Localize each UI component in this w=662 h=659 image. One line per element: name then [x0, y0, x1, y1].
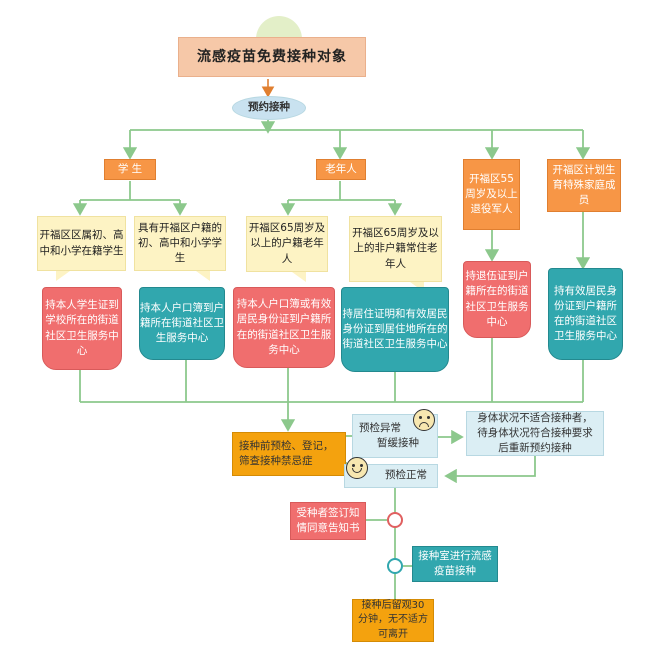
unsuitable-box: 身体状况不适合接种者，待身体状况符合接种要求后重新预约接种: [466, 411, 604, 456]
callout-tail: [56, 271, 70, 281]
group-student: 学 生: [104, 159, 156, 180]
target-elderly-local: 开福区65周岁及以上的户籍老年人: [246, 216, 328, 272]
pre-check-box: 接种前预检、登记，筛查接种禁忌症: [232, 432, 346, 476]
callout-tail: [292, 272, 306, 282]
target-student-household: 具有开福区户籍的初、高中和小学学生: [134, 216, 226, 271]
instruction-elderly-nonlocal: 持居住证明和有效居民身份证到居住地所在的街道社区卫生服务中心: [341, 287, 449, 372]
instruction-veteran: 持退伍证到户籍所在的街道社区卫生服务中心: [463, 261, 531, 338]
smile-face-icon: [346, 457, 368, 479]
flow-node: [387, 512, 403, 528]
target-student-school: 开福区区属初、高中和小学在籍学生: [37, 216, 126, 271]
instruction-student-household: 持本人户口簿到户籍所在街道社区卫生服务中心: [139, 287, 225, 360]
group-veteran: 开福区55周岁及以上退役军人: [463, 159, 520, 230]
instruction-student-school: 持本人学生证到学校所在的街道社区卫生服务中心: [42, 287, 122, 370]
vaccinate-box: 接种室进行流感疫苗接种: [412, 546, 498, 582]
group-family-planning: 开福区计划生育特殊家庭成员: [547, 159, 621, 212]
observe-box: 接种后留观30分钟，无不适方可离开: [352, 599, 434, 642]
callout-tail: [196, 271, 210, 281]
sad-face-icon: [413, 409, 435, 431]
postpone-label: 暂缓接种: [377, 437, 419, 449]
instruction-family-planning: 持有效居民身份证到户籍所在的街道社区卫生服务中心: [548, 268, 623, 360]
group-elderly: 老年人: [316, 159, 366, 180]
flow-node: [387, 558, 403, 574]
consent-box: 受种者签订知情同意告知书: [290, 502, 366, 540]
instruction-elderly-local: 持本人户口簿或有效居民身份证到户籍所在的街道社区卫生服务中心: [233, 287, 335, 368]
abnormal-label: 预检异常: [359, 421, 401, 434]
page-title: 流感疫苗免费接种对象: [178, 37, 366, 77]
appointment-node: 预约接种: [232, 96, 306, 120]
target-elderly-nonlocal: 开福区65周岁及以上的非户籍常住老年人: [349, 216, 442, 282]
